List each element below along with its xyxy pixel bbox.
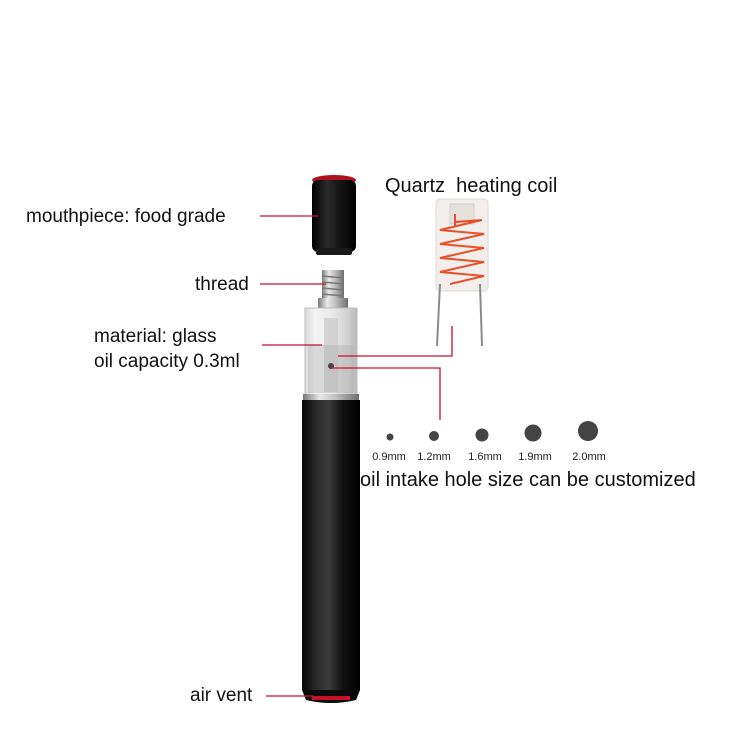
hole-size-label: 1.9mm: [518, 451, 552, 463]
hole-dot-1.9: [524, 424, 542, 442]
hole-dot-1.6: [475, 428, 489, 442]
leader-lines: [260, 215, 453, 697]
thread-label: thread: [195, 274, 249, 295]
coil-title: Quartz heating coil: [385, 175, 558, 197]
hole-dot-1.2: [429, 431, 439, 441]
mouthpiece: [312, 175, 356, 255]
hole-size-label: 0.9mm: [372, 451, 406, 463]
hole-leader: [331, 367, 441, 420]
glass-tank: [303, 307, 359, 401]
hole-size-label: 1.6mm: [468, 451, 502, 463]
hole-dot-2.0: [578, 421, 598, 441]
quartz-coil: [435, 198, 489, 347]
battery-body: [302, 400, 360, 703]
hole-size-label: 1.2mm: [417, 451, 451, 463]
hole-dot-0.9: [386, 433, 394, 441]
thread-connector: [318, 270, 348, 308]
hole-size-label: 2.0mm: [572, 451, 606, 463]
hole-size-dots: [386, 421, 598, 442]
coil-leader: [338, 326, 453, 357]
capacity-label: oil capacity 0.3ml: [94, 351, 240, 372]
mouthpiece-label: mouthpiece: food grade: [26, 206, 226, 227]
hole-size-note: oil intake hole size can be customized: [360, 469, 696, 491]
material-label: material: glass: [94, 326, 217, 347]
air-vent-label: air vent: [190, 685, 253, 706]
